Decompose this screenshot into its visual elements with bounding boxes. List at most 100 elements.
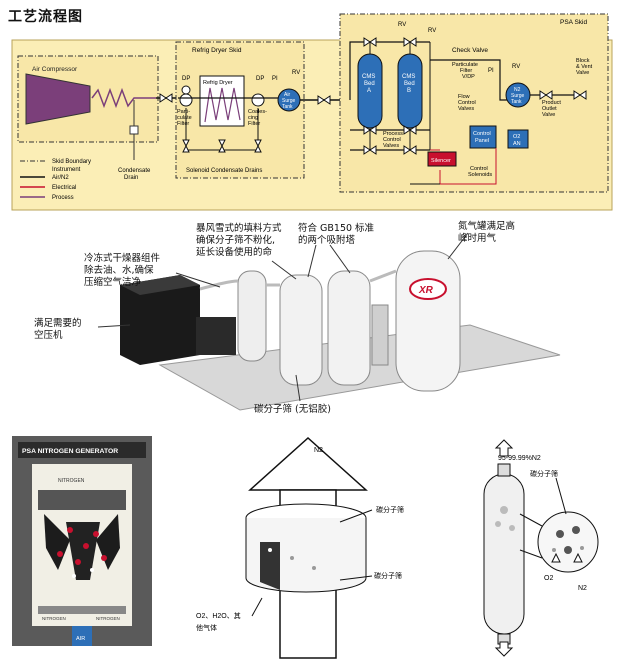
- pi-label-2: PI: [488, 68, 494, 74]
- drain-valve-icon: [218, 139, 226, 153]
- filter-tank: [237, 270, 267, 362]
- nitrogen-tank: [395, 250, 461, 392]
- compressor-annot-l2: 空压机: [34, 330, 63, 341]
- air-compressor-label: Air Compressor: [32, 66, 78, 73]
- psa-skid-label: PSA Skid: [560, 19, 587, 26]
- control-panel: [469, 125, 497, 149]
- flow-legend: Skid Boundary Instrument Air/N2 Electric…: [20, 159, 91, 201]
- adsorption-tower-b: [327, 270, 371, 386]
- legend-air-n2: Air/N2: [52, 175, 69, 181]
- annotation-arrow: [271, 260, 297, 280]
- annotation-arrow: [97, 324, 131, 328]
- dp-label-1: DP: [182, 76, 190, 82]
- o2-label: O2: [544, 575, 553, 582]
- other-gas-pointer: [251, 597, 263, 617]
- psa-skid: [339, 13, 609, 193]
- valve-icon: [403, 125, 417, 135]
- cms-pointer-c: [555, 477, 567, 515]
- drain-trap: [129, 125, 139, 135]
- part-filter-l2: culate: [177, 115, 192, 121]
- check-valve-label: Check Valve: [452, 47, 488, 54]
- cms-pointer-a: [339, 509, 373, 523]
- n2-up-arrow: [248, 436, 368, 491]
- legend-skid-boundary: Skid Boundary: [52, 159, 91, 165]
- surge-l1: Air: [284, 92, 290, 98]
- magnifier-circle: [537, 511, 599, 573]
- air-compressor-shape: [25, 73, 91, 125]
- cms-label-b: 碳分子筛: [374, 571, 402, 580]
- particulate-filter-shape: [179, 93, 193, 107]
- dp-label-2: DP: [256, 76, 264, 82]
- valve-icon: [363, 37, 377, 47]
- xr-logo: [409, 278, 447, 300]
- n2-surge-l3: Tank: [511, 99, 522, 105]
- dryer-annot-l1: 冷冻式干燥器组件: [84, 253, 161, 264]
- valve-icon: [317, 95, 331, 105]
- annotation-arrow: [329, 244, 351, 274]
- product-outlet-l2: Outlet: [542, 106, 557, 112]
- rv-label-3: RV: [428, 28, 436, 34]
- product-outlet-l1: Product: [542, 100, 561, 106]
- annotation-arrow: [307, 244, 317, 278]
- n2-label: N2: [578, 585, 587, 592]
- dryer-coil: [204, 87, 241, 123]
- drain-valve-icon: [182, 139, 190, 153]
- solenoid-drains-label: Solenoid Condensate Drains: [186, 168, 262, 174]
- control-panel-l1: Control: [473, 131, 491, 137]
- control-box: [371, 304, 389, 366]
- annotation-arrow: [175, 272, 221, 288]
- n2-surge-l1: N2: [514, 87, 521, 93]
- process-flow-diagram: Air Compressor Condensate Drain Skid Bou…: [11, 13, 613, 211]
- annotation-arrow: [447, 232, 469, 260]
- dryer-annot-l3: 压缩空气洁净: [84, 277, 142, 288]
- coal-filter-l2: cing: [248, 115, 258, 121]
- block-vent-l2: & Vent: [576, 64, 593, 70]
- valve-icon: [363, 145, 377, 155]
- generator-title: PSA NITROGEN GENERATOR: [22, 448, 118, 455]
- inlet-arrow: [494, 641, 514, 657]
- legend-instrument: Instrument: [52, 167, 81, 173]
- nitrogen-bottom-label-2: NITROGEN: [96, 616, 120, 621]
- n2tank-annot-l1: 氮气罐满足高: [458, 221, 516, 232]
- rv-label-2: RV: [398, 22, 406, 28]
- cms-b-l3: B: [407, 88, 411, 94]
- cms-b-l1: CMS: [402, 74, 415, 80]
- rv-label-4: RV: [512, 64, 520, 70]
- cms-label-a: 碳分子筛: [376, 505, 404, 514]
- aftercooler-coil: [91, 87, 156, 109]
- nitrogen-top-label: NITROGEN: [58, 478, 85, 484]
- annotation-arrow: [295, 374, 301, 402]
- valve-icon: [539, 90, 553, 100]
- control-solenoids-l1: Control: [470, 166, 488, 172]
- other-gas-l1: O2、H2O、其: [196, 612, 241, 620]
- electrical-line: [439, 148, 497, 185]
- product-outlet-l3: Valve: [542, 112, 555, 118]
- o2-analyzer: [507, 129, 529, 149]
- nitrogen-bottom-label-1: NITROGEN: [42, 616, 66, 621]
- page-title: 工艺流程图: [8, 9, 83, 25]
- valve-icon: [573, 90, 587, 100]
- n2-surge-l2: Surge: [511, 93, 525, 99]
- baofeng-annot-l2: 确保分子筛不粉化,: [196, 235, 276, 246]
- other-gas-l2: 他气体: [196, 623, 217, 632]
- refrig-dryer-label: Refrig Dryer: [203, 80, 233, 86]
- cms-layer: [38, 490, 126, 510]
- gb150-annot-l1: 符合 GB150 标准: [298, 223, 375, 234]
- o2-l2: AN: [513, 141, 521, 147]
- cms-label-c: 碳分子筛: [530, 469, 558, 478]
- baofeng-annot-l3: 延长设备使用的命: [196, 247, 273, 258]
- part-filter-l3: Filter: [177, 121, 189, 127]
- gauge-icon: [181, 85, 191, 95]
- cms-annot: 碳分子筛 (无铝胶): [254, 404, 331, 415]
- o2-l1: O2: [513, 134, 520, 140]
- pf-vdp-l1: Particulate: [452, 62, 478, 68]
- silencer: [427, 151, 457, 167]
- outlet-arrow: [494, 439, 514, 457]
- surge-l2: Surge: [282, 98, 296, 104]
- control-panel-l2: Panel: [475, 138, 489, 144]
- valve-icon: [403, 145, 417, 155]
- pf-vdp-l3: V/DP: [462, 74, 475, 80]
- dryer-annot-l2: 除去油、水,确保: [84, 265, 154, 276]
- flow-control-l1: Flow: [458, 94, 470, 100]
- cms-a-l1: CMS: [362, 74, 375, 80]
